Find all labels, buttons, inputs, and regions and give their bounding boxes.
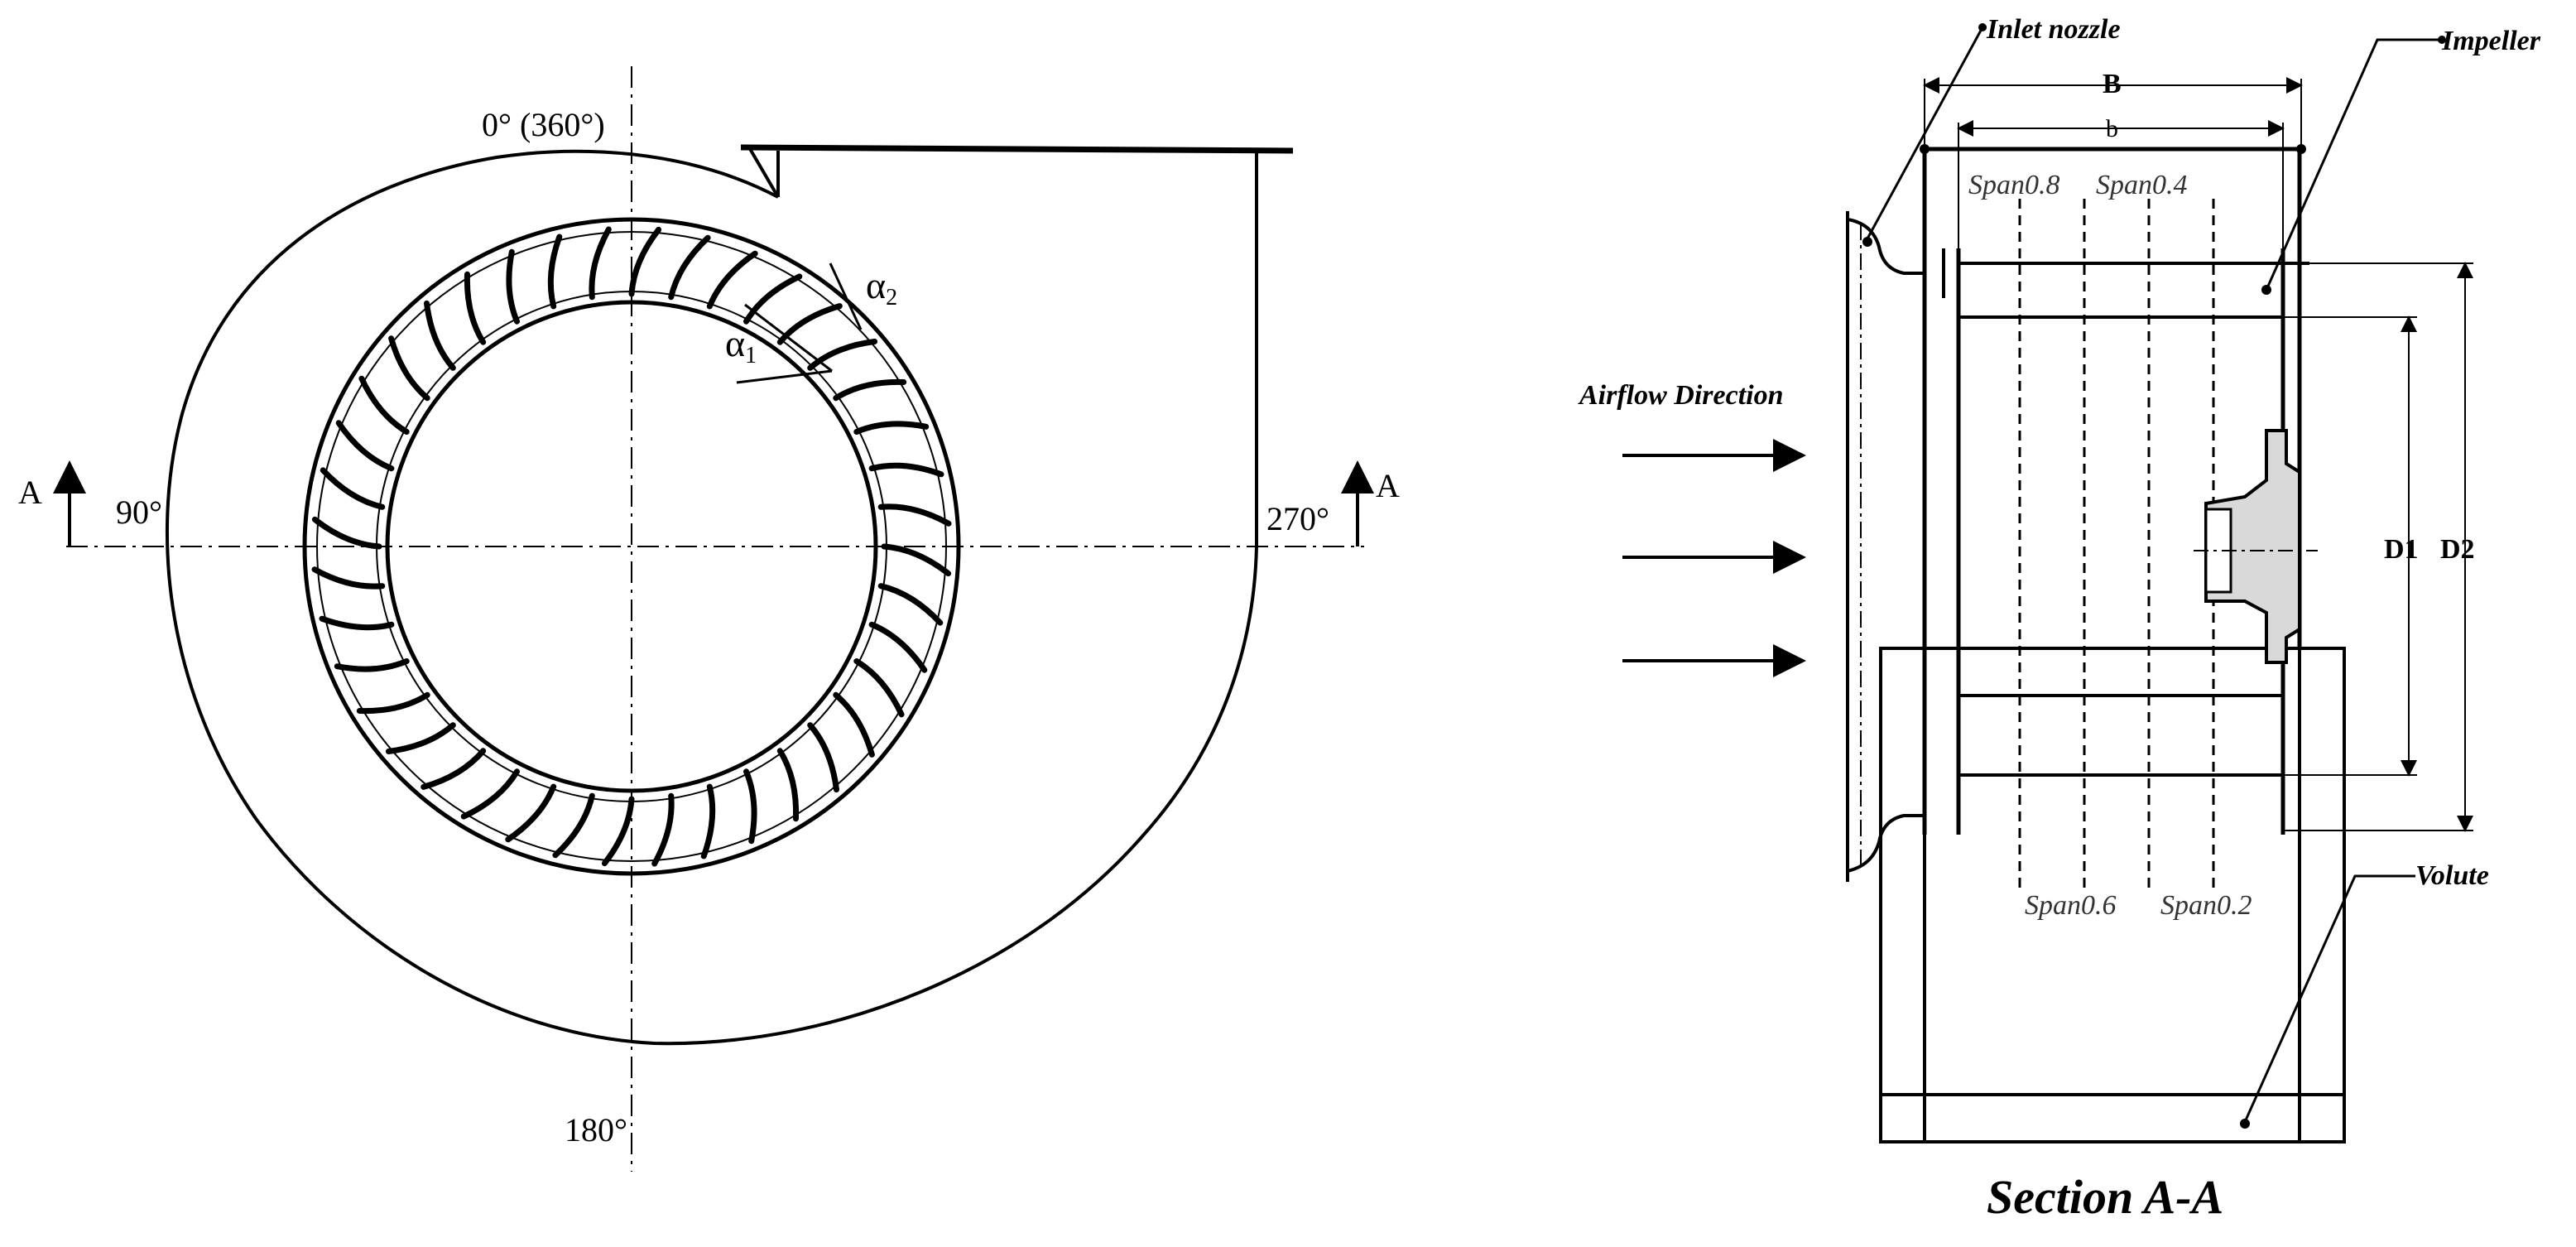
impeller-blade — [356, 691, 430, 715]
volute-outlet-flange — [740, 144, 1294, 154]
volute-leader-dot — [2240, 1119, 2250, 1129]
impeller-blade — [311, 516, 382, 550]
section-view: Inlet nozzle Impeller Volute Airflow Dir… — [1578, 14, 2541, 1224]
impeller-blade — [601, 796, 635, 867]
impeller-blade — [877, 503, 952, 527]
impeller-blade — [776, 303, 843, 345]
impeller-blade — [700, 783, 716, 859]
angle-label-left: 90° — [116, 494, 162, 531]
impeller-blade — [358, 375, 410, 435]
impeller-blade — [385, 722, 456, 754]
impeller-blades — [311, 226, 952, 867]
impeller-blade — [807, 722, 839, 793]
airflow-direction-label: Airflow Direction — [1578, 380, 1784, 411]
impeller-blade — [506, 248, 520, 325]
section-title: Section A-A — [1987, 1170, 2223, 1224]
impeller-leader-end — [2438, 36, 2446, 44]
inlet-nozzle-leader-dot — [1862, 237, 1872, 247]
impeller-blade — [743, 273, 803, 325]
alpha2-label: α2 — [866, 264, 897, 311]
span-0-4-label: Span0.4 — [2096, 170, 2188, 200]
angle-label-right: 270° — [1266, 500, 1329, 537]
impeller-blade — [424, 300, 456, 371]
impeller-blade — [833, 691, 875, 758]
span-0-6-label: Span0.6 — [2025, 890, 2117, 921]
inlet-nozzle-leader-end — [1978, 23, 1987, 31]
impeller-blade — [853, 658, 905, 718]
impeller-blade — [881, 543, 952, 577]
hub-section — [2204, 429, 2301, 664]
impeller-blade — [464, 271, 487, 345]
impeller-corner-dot-right — [2296, 144, 2306, 154]
impeller-blade — [853, 421, 930, 435]
impeller-blade — [877, 583, 944, 626]
impeller-blade — [552, 792, 595, 859]
section-mark-right: A — [1376, 467, 1400, 504]
impeller-blade — [668, 234, 711, 301]
alpha2-tangent-line — [829, 262, 863, 330]
volute-section-box — [1879, 647, 2346, 1143]
impeller-blade — [388, 335, 430, 402]
dim-b-label: b — [2106, 115, 2118, 142]
volute-tongue — [747, 146, 780, 199]
front-view: 0° (360°) 90° 270° 180° A A α1 α2 — [18, 66, 1400, 1172]
angle-label-top: 0° (360°) — [482, 106, 605, 143]
impeller-blade — [334, 658, 410, 672]
impeller-blade — [868, 462, 944, 478]
impeller-blade — [833, 378, 907, 402]
impeller-blade — [589, 226, 612, 301]
dim-D1-label: D1 — [2384, 534, 2419, 565]
dim-B-label: B — [2103, 69, 2122, 99]
impeller-outer-ring — [302, 217, 961, 876]
impeller-blade — [868, 621, 928, 673]
volute-leader — [2243, 874, 2415, 1123]
alpha1-label: α1 — [725, 322, 757, 368]
impeller-blade — [651, 792, 675, 867]
impeller-blade — [743, 768, 757, 845]
impeller-leader — [2265, 38, 2442, 291]
impeller-blade — [320, 467, 386, 510]
section-mark-left: A — [18, 474, 42, 511]
impeller-blade — [505, 783, 557, 843]
angle-label-bottom: 180° — [565, 1111, 627, 1148]
span-0-8-label: Span0.8 — [1968, 170, 2060, 200]
impeller-inner-ring-inner — [385, 300, 878, 793]
dim-D2-label: D2 — [2440, 534, 2475, 565]
impeller-blade — [421, 748, 487, 790]
impeller-blade — [807, 339, 878, 371]
impeller-corner-dot-left — [1920, 144, 1930, 154]
inlet-nozzle-label: Inlet nozzle — [1986, 14, 2121, 45]
alpha1-tangent-line — [744, 303, 833, 373]
impeller-blade — [547, 234, 563, 310]
impeller-label: Impeller — [2441, 26, 2541, 56]
impeller-blade — [335, 420, 395, 472]
volute-label: Volute — [2415, 860, 2489, 891]
impeller-leader-dot — [2261, 285, 2271, 295]
impeller-blade — [319, 615, 395, 631]
inlet-nozzle-profile — [1846, 211, 1925, 882]
alpha1-reference-line — [736, 369, 833, 384]
impeller-blade — [706, 250, 758, 310]
impeller-blade — [311, 566, 386, 590]
span-0-2-label: Span0.2 — [2160, 890, 2252, 921]
impeller-blade — [628, 226, 662, 297]
impeller-blade — [460, 768, 520, 820]
impeller-outer-ring-inner — [316, 231, 947, 862]
impeller-blade — [776, 748, 800, 822]
volute-casing-outline — [165, 149, 1258, 1046]
